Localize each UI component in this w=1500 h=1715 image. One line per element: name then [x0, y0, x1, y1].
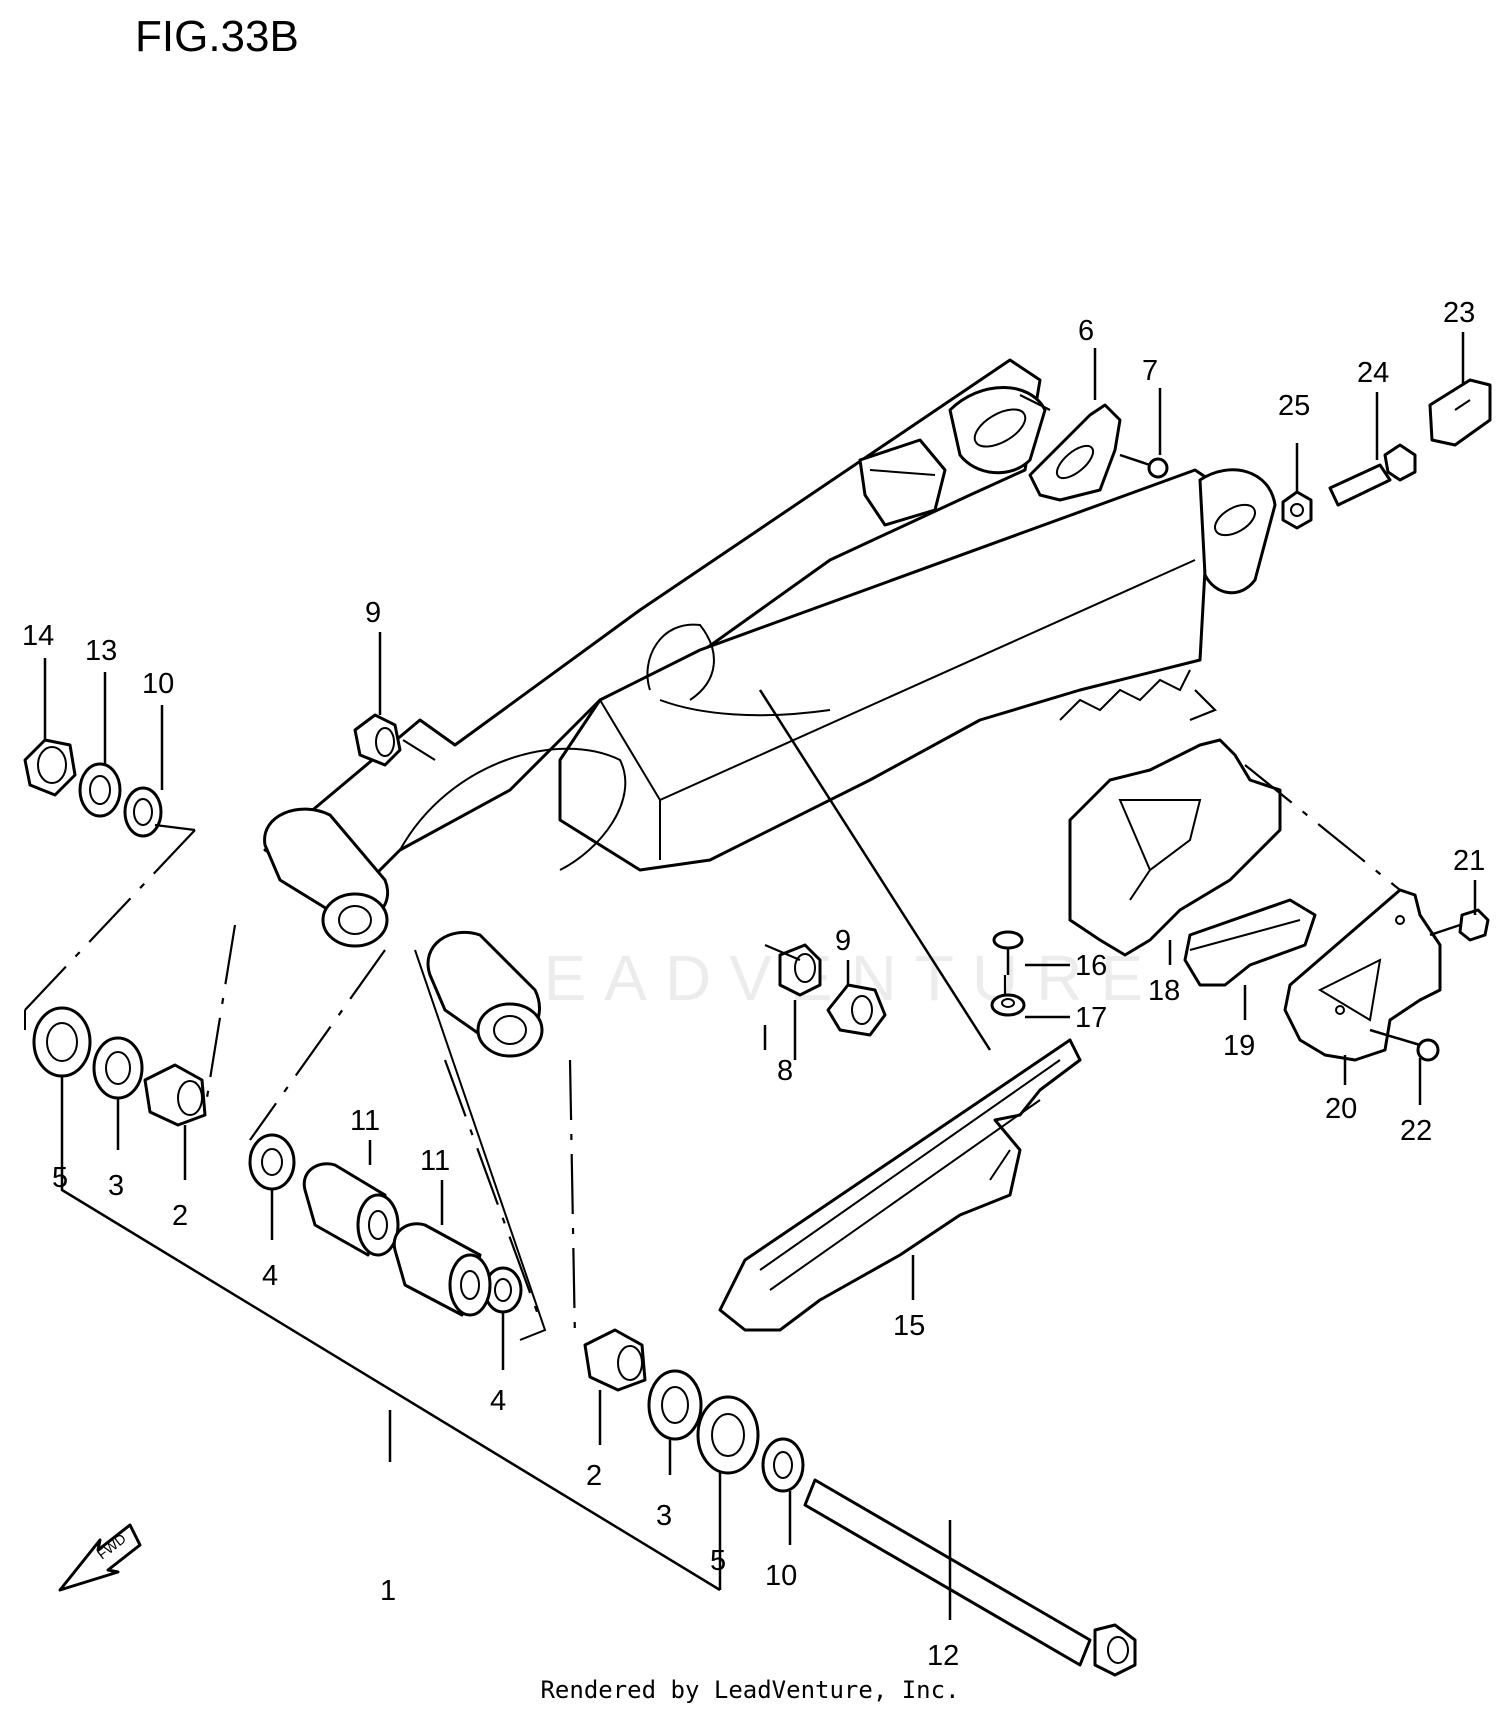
bearing-5b-part[interactable]: [696, 1395, 760, 1475]
callout-19: 19: [1223, 1030, 1255, 1062]
nut-25-part[interactable]: [1281, 490, 1313, 530]
guard-plate-part[interactable]: [1283, 888, 1442, 1062]
seal-13-part[interactable]: [78, 762, 122, 818]
cap-4b-part[interactable]: [483, 1266, 523, 1314]
bolt-21-part[interactable]: [1429, 908, 1490, 942]
sleeve-11b-part[interactable]: [392, 1222, 492, 1317]
sleeve-2a-part[interactable]: [143, 1063, 207, 1127]
screw-22-part[interactable]: [1369, 1028, 1440, 1062]
chain-adjuster-23-part[interactable]: [1428, 378, 1492, 447]
callout-25: 25: [1278, 390, 1310, 422]
callout-10a: 10: [142, 668, 174, 700]
bearing-5a-part[interactable]: [32, 1006, 92, 1078]
callout-21: 21: [1453, 845, 1485, 877]
callout-24: 24: [1357, 357, 1389, 389]
callout-13: 13: [85, 635, 117, 667]
callout-8: 8: [777, 1055, 793, 1087]
callout-6: 6: [1078, 315, 1094, 347]
chain-slider-part[interactable]: [718, 1038, 1082, 1332]
callout-5b: 5: [710, 1545, 726, 1577]
callout-17: 17: [1075, 1002, 1107, 1034]
callout-3a: 3: [108, 1170, 124, 1202]
callout-4a: 4: [262, 1260, 278, 1292]
collar-9a-part[interactable]: [353, 713, 402, 767]
callout-23: 23: [1443, 297, 1475, 329]
washer-10a-part[interactable]: [123, 786, 163, 838]
adjuster-bolt-24-part[interactable]: [1328, 443, 1417, 507]
callout-1: 1: [380, 1575, 396, 1607]
render-credit-footer: Rendered by LeadVenture, Inc.: [540, 1676, 960, 1704]
callout-9b: 9: [835, 925, 851, 957]
callout-2a: 2: [172, 1200, 188, 1232]
fwd-arrow: FWD: [58, 1523, 142, 1592]
callout-11a: 11: [350, 1105, 380, 1137]
screw-16-part[interactable]: [992, 930, 1024, 975]
seal-3a-part[interactable]: [92, 1036, 144, 1100]
washer-10b-part[interactable]: [761, 1437, 805, 1493]
callout-9a: 9: [365, 597, 381, 629]
bushing-8-part[interactable]: [778, 943, 822, 997]
pivot-shaft-12-part[interactable]: [803, 1478, 1137, 1677]
sleeve-2b-part[interactable]: [583, 1328, 647, 1392]
watermark: LEADVENTURE: [490, 942, 1161, 1014]
callout-15: 15: [893, 1310, 925, 1342]
callout-7: 7: [1142, 355, 1158, 387]
adjuster-plate-part[interactable]: [1028, 403, 1122, 502]
callout-4b: 4: [490, 1385, 506, 1417]
cap-14-part[interactable]: [23, 738, 77, 797]
guide-block-part[interactable]: [1183, 898, 1317, 987]
seal-3b-part[interactable]: [647, 1369, 703, 1441]
callout-20: 20: [1325, 1093, 1357, 1125]
callout-11b: 11: [420, 1145, 450, 1177]
callout-12: 12: [927, 1640, 959, 1672]
callout-3b: 3: [656, 1500, 672, 1532]
callout-16: 16: [1075, 950, 1107, 982]
figure-title: FIG.33B: [135, 12, 299, 61]
bolt-7-part[interactable]: [1119, 453, 1169, 479]
washer-17-part[interactable]: [990, 993, 1026, 1017]
callout-18: 18: [1148, 975, 1180, 1007]
sleeve-11a-part[interactable]: [302, 1162, 400, 1257]
callout-5a: 5: [52, 1162, 68, 1194]
cap-4a-part[interactable]: [248, 1133, 296, 1191]
callout-14: 14: [22, 620, 54, 652]
callout-2b: 2: [586, 1460, 602, 1492]
chain-guide-part[interactable]: [1068, 738, 1282, 957]
callout-10b: 10: [765, 1560, 797, 1592]
swingarm-part[interactable]: [263, 358, 1277, 1058]
callout-22: 22: [1400, 1115, 1432, 1147]
